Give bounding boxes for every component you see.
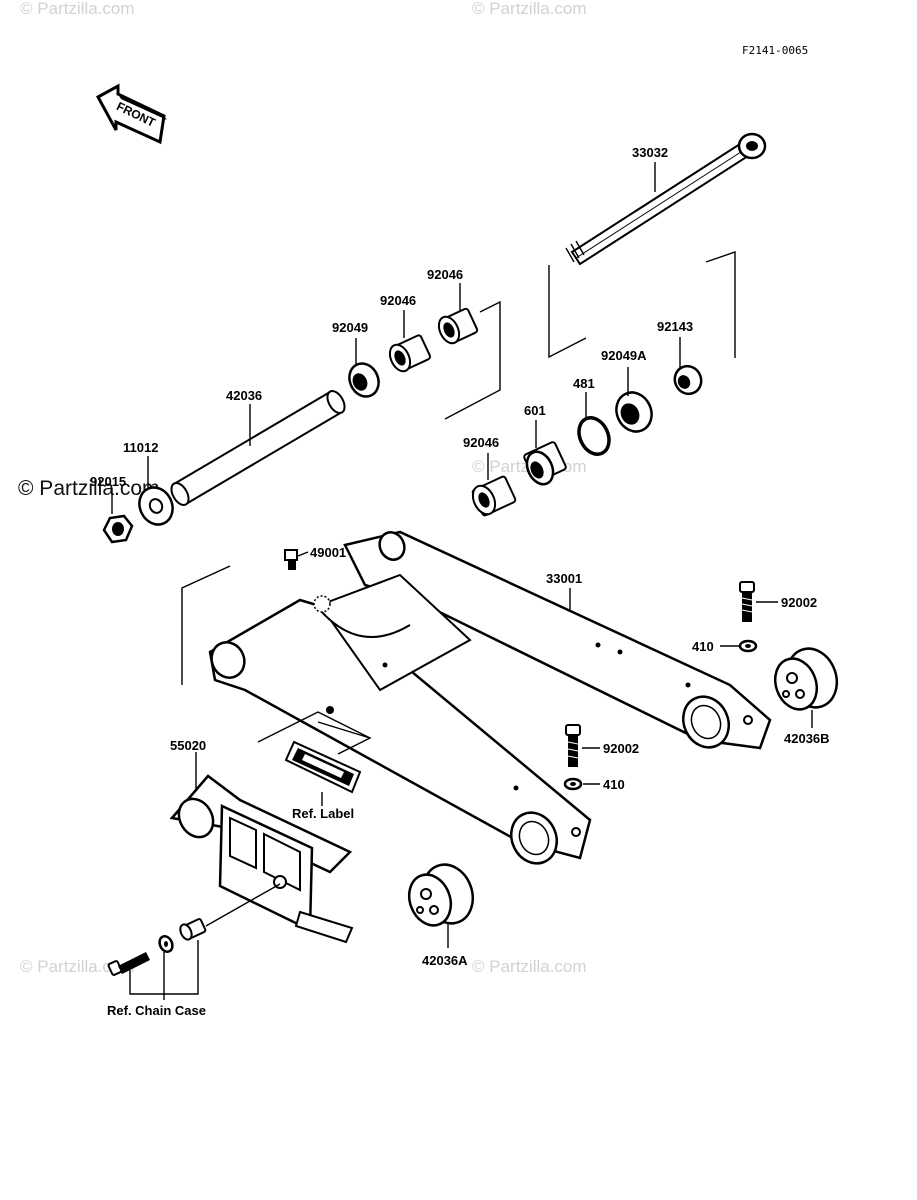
label-601: 601	[524, 403, 546, 418]
washer-410-lower	[563, 777, 583, 791]
collar-92143	[673, 364, 703, 396]
sleeve-42036	[170, 390, 346, 506]
label-92002-lower: 92002	[603, 741, 639, 756]
ref-chain-case-text: Ref. Chain Case	[107, 1003, 206, 1018]
adjuster-42036B	[773, 647, 839, 711]
label-49001: 49001	[310, 545, 346, 560]
watermark-bottom-left: © Partzilla.com	[20, 957, 135, 976]
label-92046-lower: 92046	[463, 435, 499, 450]
label-11012: 11012	[123, 440, 158, 455]
label-42036B: 42036B	[784, 731, 830, 746]
swingarm-33001	[208, 530, 772, 865]
label-92049A: 92049A	[601, 348, 647, 363]
chain-guard-55020	[169, 774, 354, 944]
grease-nipple-49001	[284, 549, 298, 570]
seal-92049	[348, 362, 380, 398]
pivot-shaft-33032	[565, 132, 767, 266]
watermark-bottom-right: © Partzilla.com	[472, 957, 587, 976]
bolt-92002-upper	[739, 581, 755, 622]
label-42036A: 42036A	[422, 953, 468, 968]
label-42036: 42036	[226, 388, 262, 403]
figure-code: F2141-0065	[742, 44, 808, 57]
label-92046-upper: 92046	[427, 267, 463, 282]
label-92049: 92049	[332, 320, 368, 335]
label-92143: 92143	[657, 319, 693, 334]
seal-92049A	[615, 391, 653, 433]
watermark-main: © Partzilla.com	[18, 477, 160, 500]
reference-label-plate	[284, 740, 362, 794]
front-arrow-icon: FRONT	[95, 83, 167, 145]
ref-label-text: Ref. Label	[292, 806, 354, 821]
label-55020: 55020	[170, 738, 206, 753]
nut-92015	[102, 514, 134, 544]
label-92015: 92015	[90, 474, 126, 489]
needle-bearing-92046-middle	[388, 334, 432, 373]
label-410-upper: 410	[692, 639, 714, 654]
label-33001: 33001	[546, 571, 582, 586]
needle-bearing-92046-lower	[471, 475, 517, 517]
ball-bearing-601	[523, 441, 567, 486]
collar-chain-case	[179, 918, 207, 941]
bolt-92002-lower	[565, 724, 581, 767]
label-33032: 33032	[632, 145, 668, 160]
label-92046-middle: 92046	[380, 293, 416, 308]
collar-11012	[138, 486, 174, 526]
watermark-top-left: © Partzilla.com	[20, 0, 135, 18]
bolt-chain-case	[107, 952, 150, 976]
label-92002-upper: 92002	[781, 595, 817, 610]
washer-chain-case	[158, 935, 174, 953]
needle-bearing-92046-upper	[437, 307, 479, 345]
circlip-481	[577, 416, 611, 456]
adjuster-42036A	[407, 863, 475, 927]
watermark-top-center: © Partzilla.com	[472, 0, 587, 18]
washer-410-upper	[738, 639, 758, 653]
label-410-lower: 410	[603, 777, 625, 792]
label-481: 481	[573, 376, 595, 391]
